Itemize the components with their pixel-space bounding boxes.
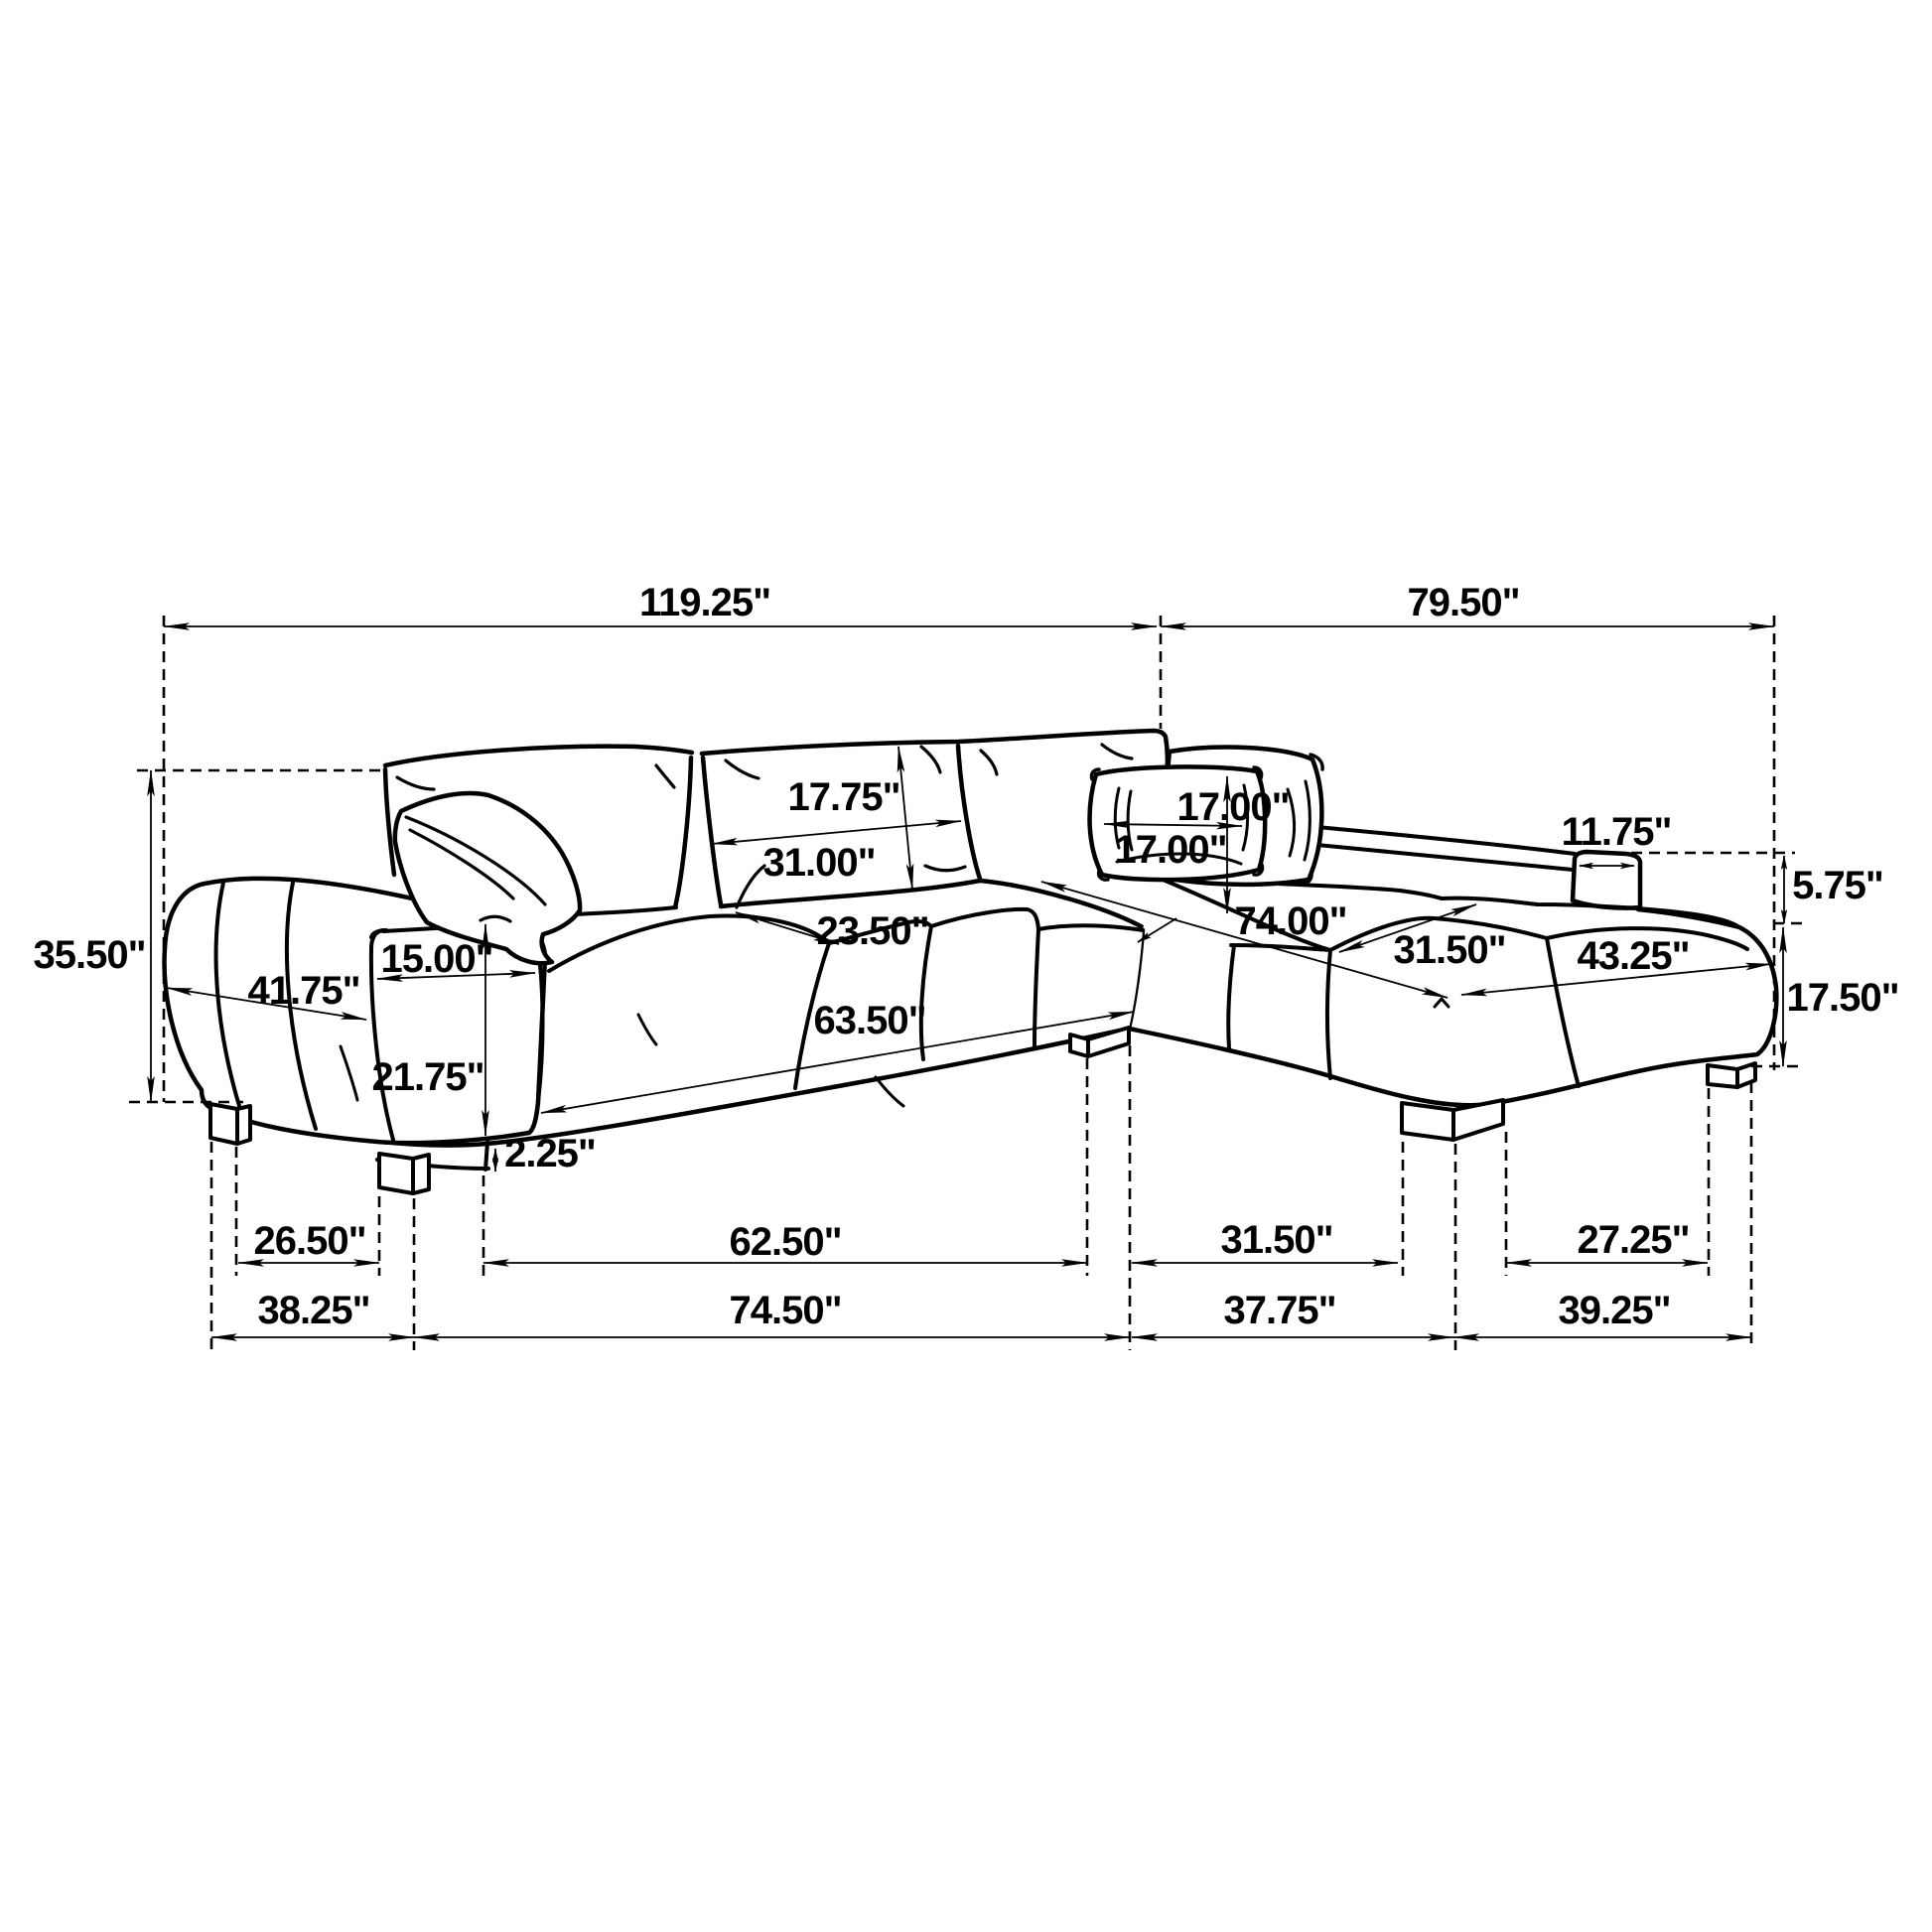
svg-text:27.25": 27.25" (1577, 1218, 1689, 1262)
svg-text:37.75": 37.75" (1223, 1289, 1335, 1332)
svg-text:31.50": 31.50" (1393, 928, 1505, 972)
svg-text:21.75": 21.75" (371, 1055, 483, 1099)
svg-text:38.25": 38.25" (257, 1289, 369, 1332)
svg-text:41.75": 41.75" (247, 969, 359, 1013)
svg-text:62.50": 62.50" (729, 1220, 841, 1264)
svg-text:5.75": 5.75" (1792, 864, 1883, 907)
svg-text:35.50": 35.50" (33, 933, 145, 977)
svg-text:23.50": 23.50" (816, 909, 928, 953)
svg-text:74.50": 74.50" (729, 1289, 841, 1332)
svg-text:43.25": 43.25" (1577, 934, 1689, 978)
svg-text:31.50": 31.50" (1220, 1218, 1332, 1262)
svg-text:11.75": 11.75" (1562, 810, 1672, 854)
svg-text:17.75": 17.75" (787, 775, 899, 819)
svg-text:31.00": 31.00" (762, 841, 875, 885)
svg-text:63.50": 63.50" (813, 999, 925, 1042)
svg-text:26.50": 26.50" (253, 1219, 365, 1263)
svg-text:15.00": 15.00" (380, 937, 492, 981)
svg-text:39.25": 39.25" (1558, 1289, 1670, 1332)
svg-text:17.00": 17.00" (1114, 828, 1226, 872)
svg-text:74.00": 74.00" (1234, 899, 1346, 943)
svg-text:2.25": 2.25" (504, 1132, 596, 1175)
svg-text:17.00": 17.00" (1176, 785, 1289, 829)
svg-text:119.25": 119.25" (639, 581, 770, 624)
svg-text:17.50": 17.50" (1786, 976, 1898, 1020)
svg-text:79.50": 79.50" (1407, 581, 1519, 624)
